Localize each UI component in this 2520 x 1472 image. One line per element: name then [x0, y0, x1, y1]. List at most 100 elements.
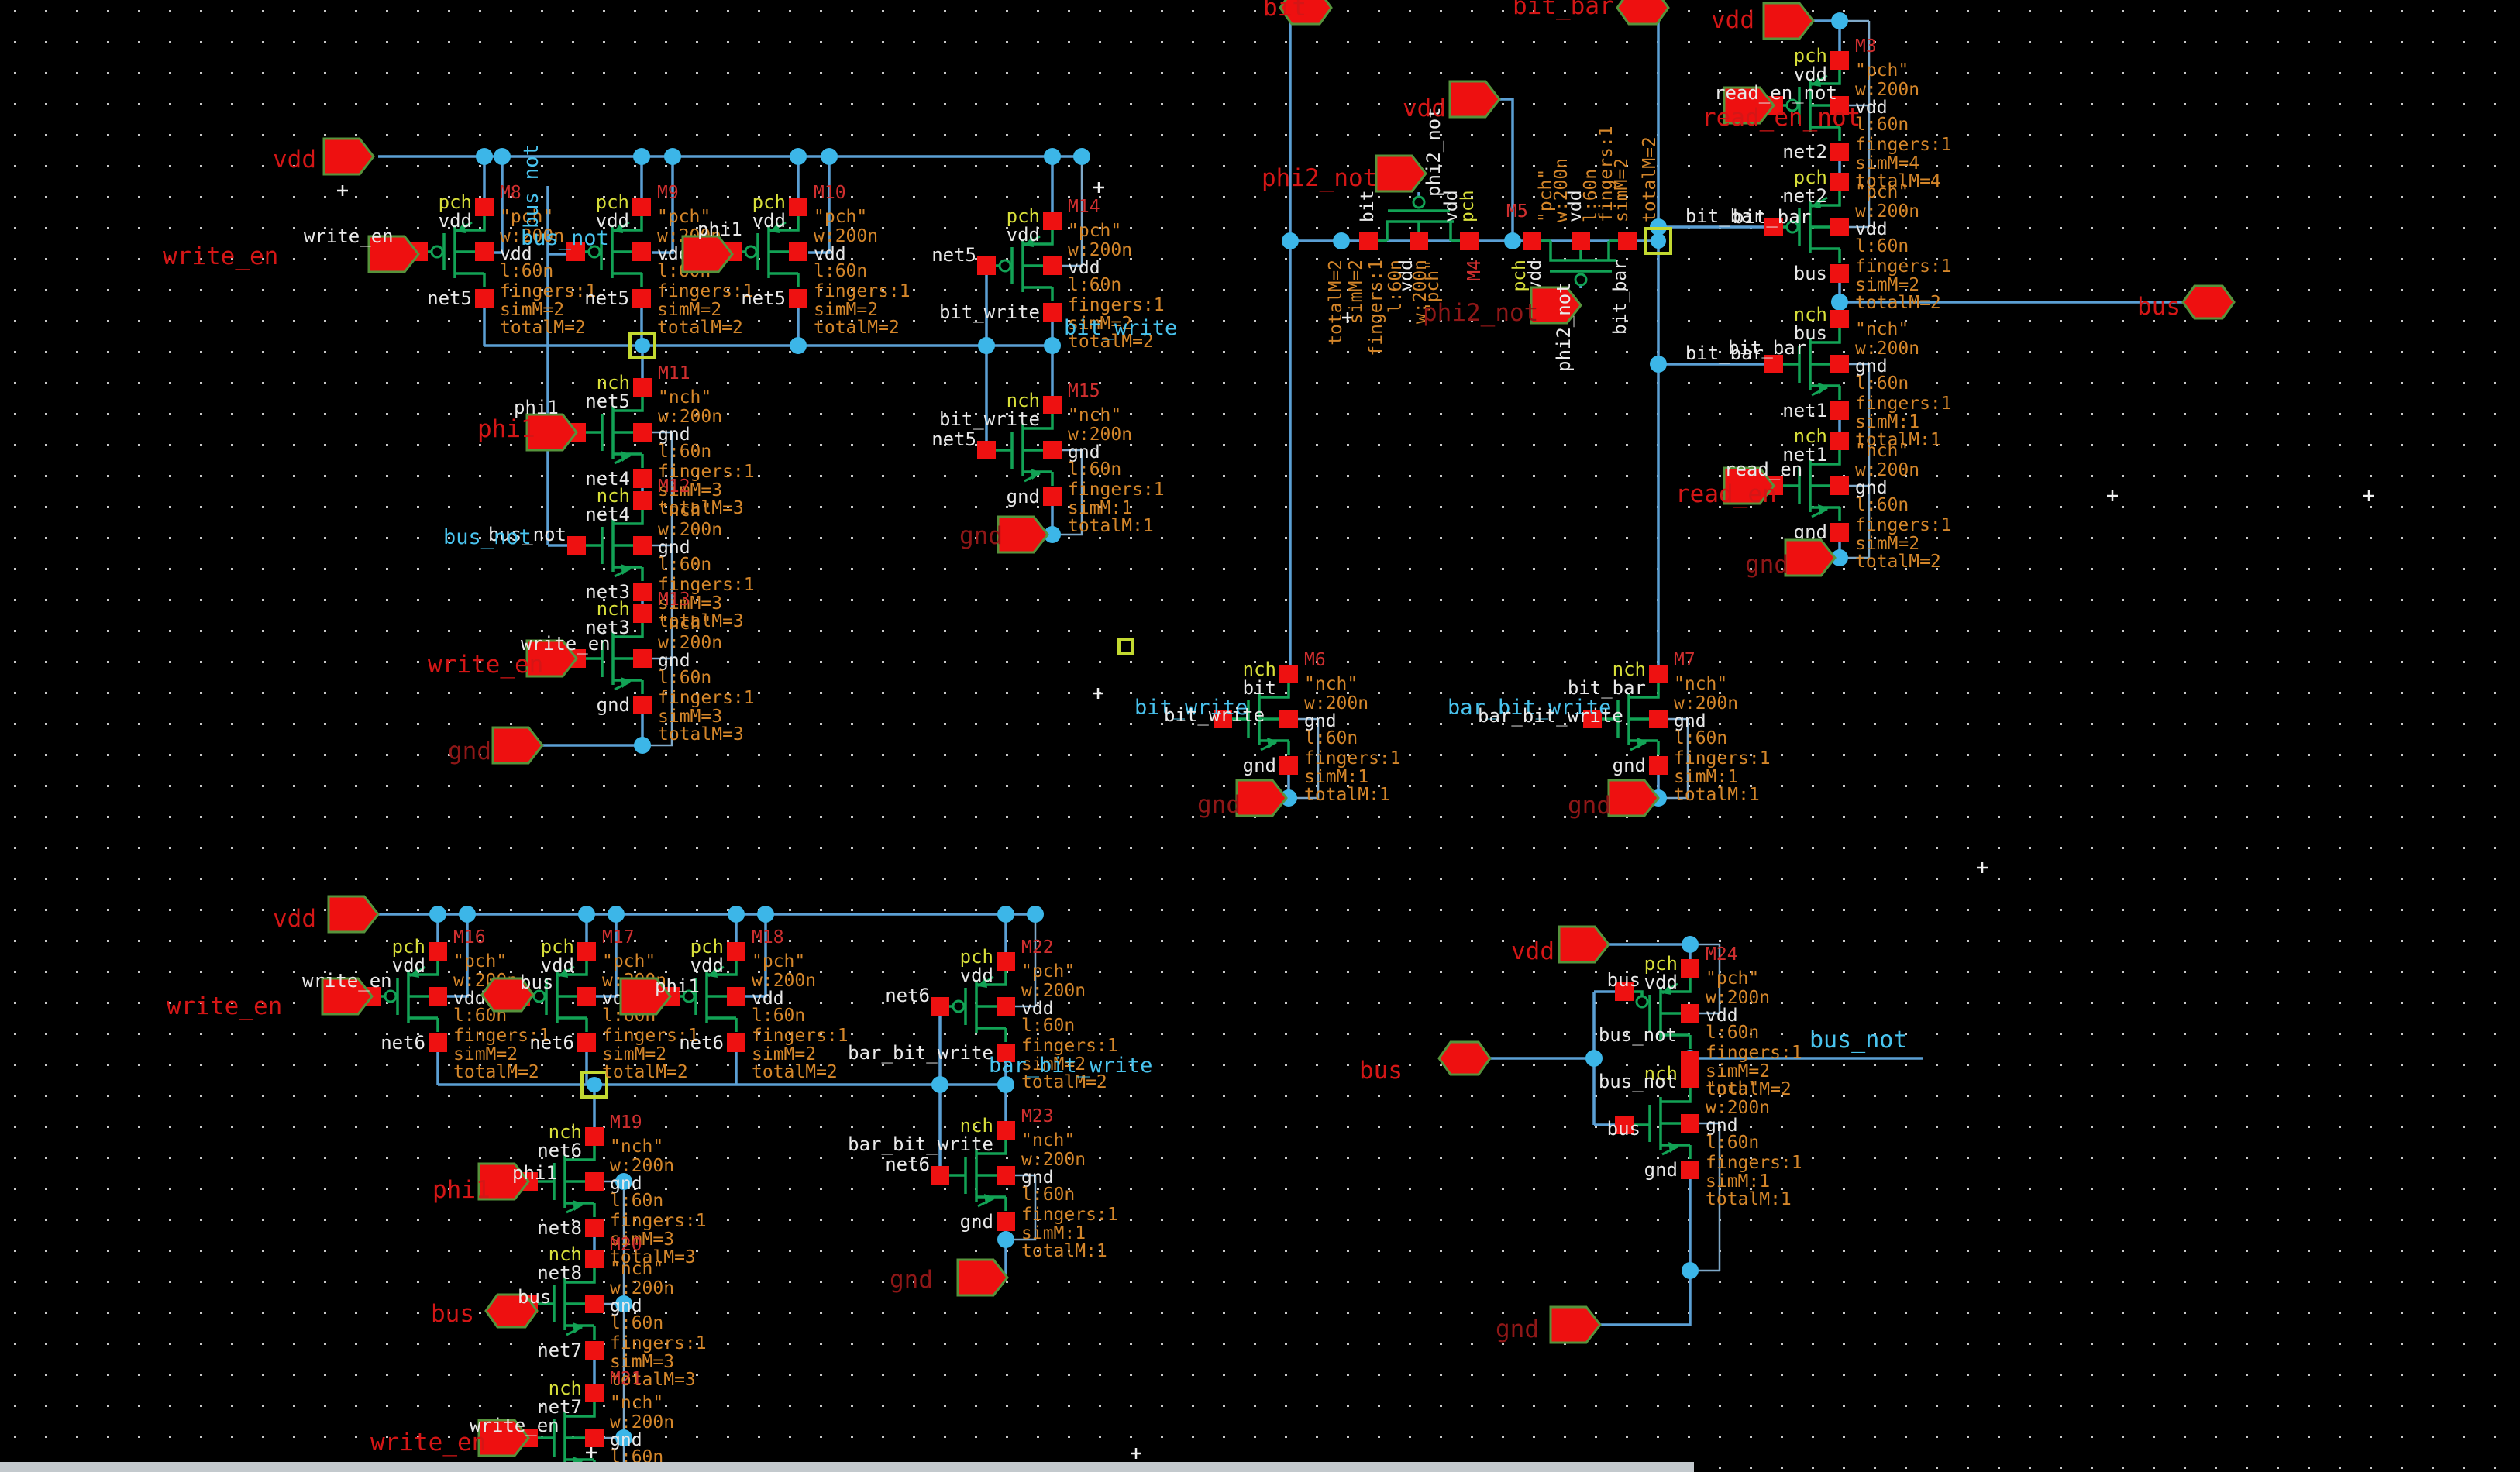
device-param-line[interactable]: "pch"	[1536, 169, 1556, 222]
gate-net-label[interactable]: bit_bar	[1685, 342, 1764, 364]
device-param-line[interactable]: "pch"	[602, 951, 656, 972]
device-param-line[interactable]: totalM=3	[610, 1370, 696, 1390]
device-param-line[interactable]: totalM=2	[1068, 332, 1154, 352]
device-kind-label[interactable]: pch	[392, 936, 425, 958]
device-param-line[interactable]: simM=2	[657, 300, 721, 320]
pin-bus[interactable]: bus	[2137, 284, 2236, 321]
pin-name-label[interactable]: phi1	[477, 415, 535, 443]
terminal-square[interactable]	[1830, 523, 1849, 542]
input-pin-icon[interactable]	[1723, 466, 1775, 505]
device-param-line[interactable]: vdd	[1855, 219, 1888, 239]
net-name-label[interactable]: bar_bit_write	[989, 1054, 1152, 1078]
pin-net-label[interactable]: phi2_not	[1423, 107, 1444, 197]
terminal-square[interactable]	[566, 242, 585, 261]
device-param-line[interactable]: totalM:1	[1674, 785, 1760, 805]
solder-dot[interactable]	[608, 906, 625, 923]
solder-dot[interactable]	[634, 737, 651, 754]
device-kind-label[interactable]: nch	[597, 485, 630, 507]
device-param-line[interactable]: w:200n	[658, 407, 722, 427]
solder-dot[interactable]	[1044, 526, 1061, 543]
terminal-square[interactable]	[632, 289, 651, 308]
input-pin-icon[interactable]	[1375, 154, 1427, 193]
pin-gnd[interactable]: gnd	[959, 515, 1049, 554]
terminal-square[interactable]	[475, 289, 494, 308]
pin-name-label[interactable]: phi2_not	[1423, 299, 1538, 327]
pin-gnd[interactable]: gnd	[1496, 1305, 1602, 1344]
terminal-square[interactable]	[633, 536, 652, 555]
drain-net-label[interactable]: net5	[427, 287, 472, 309]
solder-dot[interactable]	[1282, 232, 1299, 249]
device-param-line[interactable]: gnd	[610, 1174, 642, 1194]
device-param-line[interactable]: "pch"	[1068, 221, 1121, 241]
gate-net-label[interactable]: net5	[931, 428, 976, 450]
device-param-line[interactable]: totalM:1	[1304, 785, 1390, 805]
device-param-line[interactable]: M4	[1465, 260, 1485, 281]
drain-net-label[interactable]: net8	[537, 1217, 582, 1239]
terminal-square[interactable]	[633, 649, 652, 668]
transistor-M10[interactable]: pchvddnet5M10"pch"w:200nvddl:60nfingers:…	[723, 183, 911, 338]
terminal-square[interactable]	[585, 1219, 604, 1237]
solder-dot[interactable]	[757, 906, 774, 923]
pin-phi2_not[interactable]: phi2_not phi2_not	[1423, 282, 1582, 372]
source-net-label[interactable]: net5	[585, 390, 630, 412]
pin-net-label[interactable]: read_en_not	[1714, 82, 1837, 104]
device-param-line[interactable]: l:60n	[1706, 1023, 1759, 1043]
pin-vdd[interactable]: vdd	[273, 137, 375, 176]
pin-name-label[interactable]: read_en	[1675, 480, 1777, 508]
terminal-square[interactable]	[633, 378, 652, 397]
device-param-line[interactable]: l:60n	[658, 555, 711, 575]
terminal-square[interactable]	[997, 952, 1015, 971]
inout-pin-icon[interactable]	[1437, 1040, 1492, 1076]
source-net-label[interactable]: bar_bit_write	[848, 1133, 993, 1155]
device-param-line[interactable]: totalM=3	[658, 498, 744, 518]
transistor-M24[interactable]: pchvddM24"pch"w:200nvddl:60nfingers:1sim…	[1615, 944, 1802, 1099]
pin-phi2_not[interactable]: phi2_not phi2_not	[1262, 107, 1444, 197]
source-net-label[interactable]: bit_write	[939, 408, 1040, 430]
device-param-line[interactable]: M13	[658, 590, 690, 610]
drain-net-label[interactable]: net4	[585, 468, 630, 490]
device-param-line[interactable]: simM=4	[1855, 153, 1919, 174]
device-param-line[interactable]: M17	[602, 927, 635, 948]
bulk-wire[interactable]	[642, 432, 673, 747]
net-name-label[interactable]: bit_write	[1134, 696, 1248, 720]
transistor-unnamed[interactable]: nchgnd"nch"w:200ngndl:60nfingers:1simM:1…	[1615, 1063, 1802, 1209]
device-kind-label[interactable]: nch	[1794, 304, 1827, 325]
source-net-label[interactable]: vdd	[392, 954, 425, 976]
terminal-square[interactable]	[1043, 441, 1062, 459]
device-kind-label[interactable]: pch	[1794, 167, 1827, 188]
source-net-label[interactable]: bus	[1794, 322, 1827, 344]
pin-net-label[interactable]: phi2_not	[1553, 282, 1575, 372]
solder-dot[interactable]	[1044, 148, 1061, 165]
device-param-line[interactable]: M8	[500, 183, 522, 203]
pin-name-label[interactable]: vdd	[1711, 6, 1754, 34]
pin-net-label[interactable]: read_en	[1724, 459, 1802, 480]
solder-dot[interactable]	[476, 148, 493, 165]
device-param-line[interactable]: fingers:1	[1706, 1043, 1802, 1063]
device-param-line[interactable]: vdd	[1396, 260, 1417, 292]
pin-name-label[interactable]: phi2_not	[1262, 164, 1377, 192]
terminal-square[interactable]	[1279, 756, 1298, 775]
terminal-square[interactable]	[1649, 665, 1668, 683]
device-param-line[interactable]: gnd	[1021, 1168, 1054, 1188]
device-param-line[interactable]: simM=3	[658, 707, 722, 727]
device-param-line[interactable]: simM:1	[1706, 1171, 1770, 1192]
device-param-line[interactable]: l:60n	[1855, 236, 1909, 256]
solder-dot[interactable]	[615, 1429, 632, 1446]
device-param-line[interactable]: w:200n	[1410, 260, 1430, 324]
solder-dot[interactable]	[1682, 936, 1699, 953]
terminal-square[interactable]	[1681, 1069, 1699, 1088]
drain-net-label[interactable]: bar_bit_write	[848, 1042, 993, 1064]
net-name-label[interactable]: bus_not	[521, 226, 609, 250]
source-net-label[interactable]: net7	[537, 1396, 582, 1418]
device-param-line[interactable]: fingers:1	[610, 1333, 707, 1353]
terminal-square[interactable]	[1618, 232, 1637, 250]
drain-net-label[interactable]: bus	[1794, 263, 1827, 284]
device-param-line[interactable]: "nch"	[610, 1259, 663, 1279]
source-net-label[interactable]: vdd	[1007, 224, 1040, 246]
device-param-line[interactable]: "pch"	[752, 951, 805, 972]
device-param-line[interactable]: w:200n	[1855, 80, 1919, 100]
solder-dot[interactable]	[664, 148, 681, 165]
